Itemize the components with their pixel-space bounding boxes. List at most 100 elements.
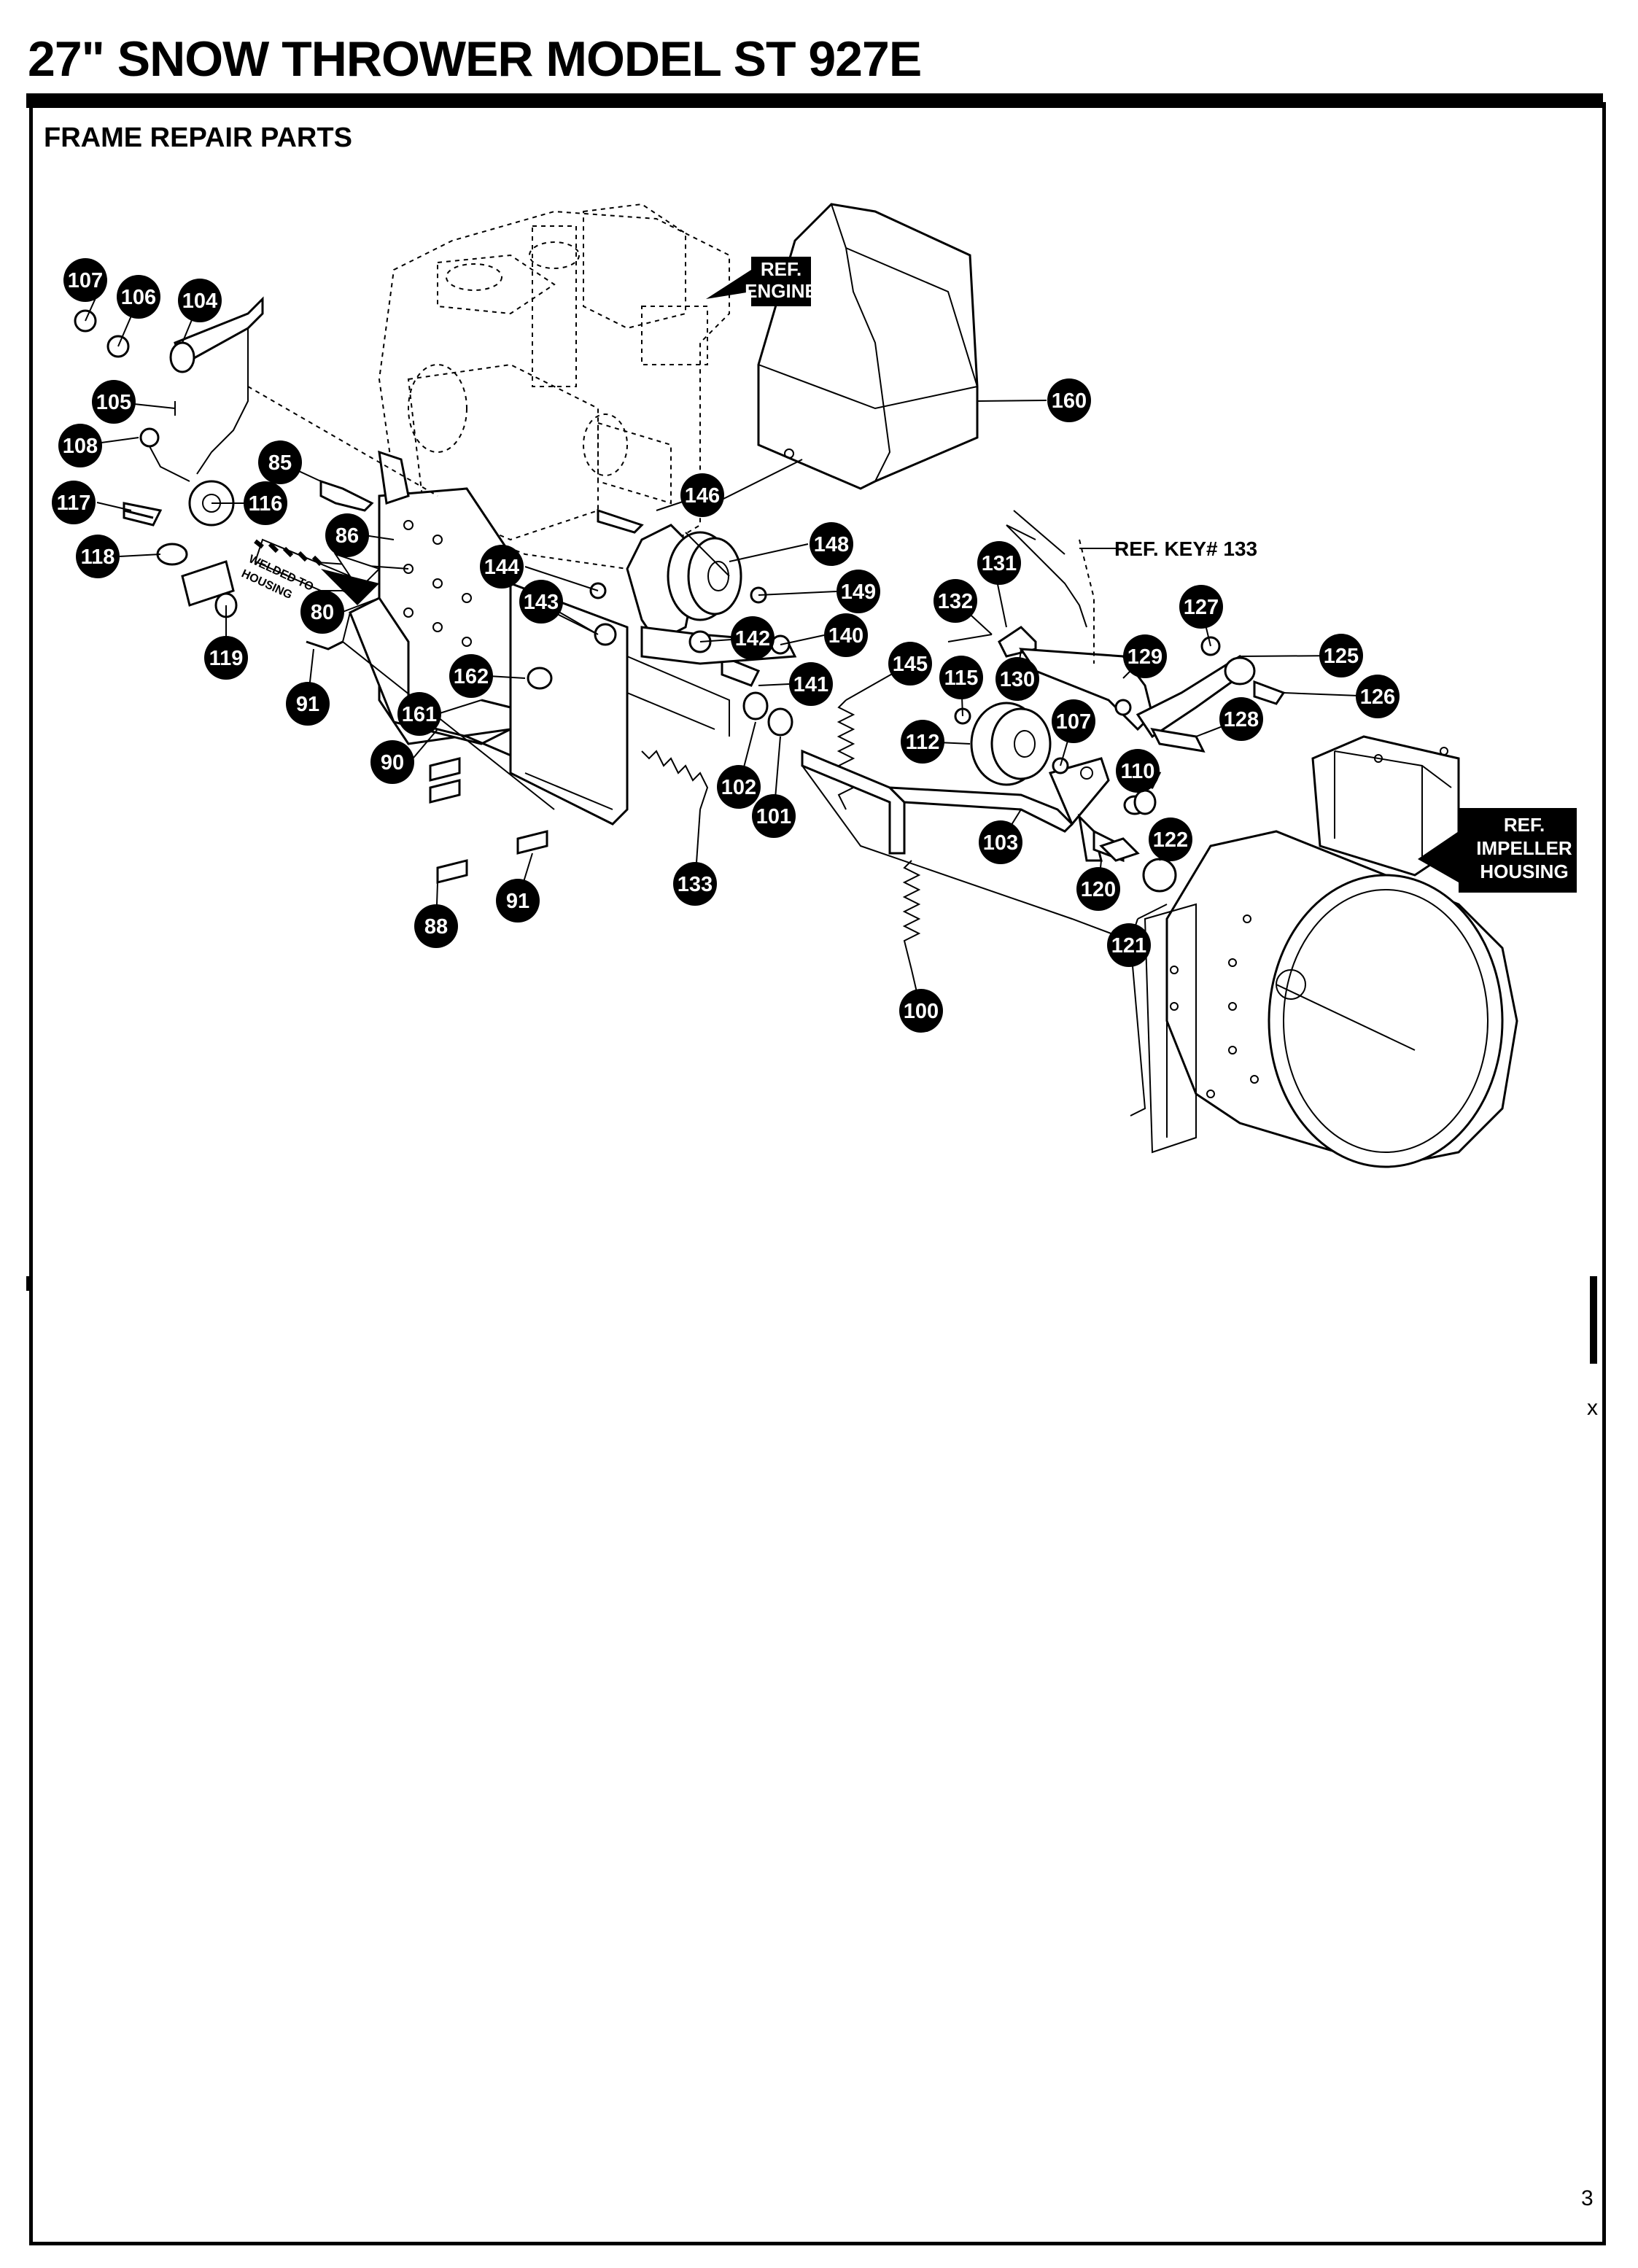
callout: 110 (1116, 749, 1160, 793)
ref-engine-label: REF. ENGINE (706, 257, 818, 306)
callout-label: 107 (68, 269, 103, 292)
callout-label: 90 (381, 751, 404, 774)
callout: 107 (1052, 699, 1095, 743)
callout: 118 (76, 535, 120, 578)
callout-label: 115 (944, 667, 979, 690)
callout-label: 143 (524, 591, 559, 614)
callout: 91 (496, 879, 540, 923)
callout-label: 122 (1153, 828, 1188, 852)
bolts-illustration (123, 479, 761, 884)
callout-label: 125 (1324, 645, 1359, 668)
engine-cover-illustration (757, 203, 979, 490)
ref-impeller-line3: HOUSING (1480, 861, 1568, 882)
callout-label: 86 (335, 524, 359, 548)
callout: 90 (370, 740, 414, 784)
callout: 131 (977, 541, 1021, 585)
callout-label: 108 (63, 435, 98, 458)
callout-label: 102 (721, 776, 756, 799)
callout-label: 162 (454, 665, 489, 688)
callout: 106 (117, 275, 160, 319)
callout: 119 (204, 636, 248, 680)
chute-crank-assembly-illustration (74, 296, 438, 618)
callout-label: 103 (983, 831, 1018, 855)
callout: 101 (752, 794, 796, 838)
callout: 120 (1076, 867, 1120, 911)
callout: 100 (899, 989, 943, 1033)
callout-label: 91 (506, 890, 529, 913)
callout: 102 (717, 765, 761, 809)
callout: 144 (480, 545, 524, 589)
callout-label: 121 (1111, 934, 1146, 958)
title-rule (26, 93, 1603, 108)
callout-label: 104 (182, 290, 217, 313)
callout: 143 (519, 580, 563, 624)
callout-label: 142 (735, 627, 770, 651)
callout: 122 (1149, 818, 1192, 861)
callout-label: 144 (484, 556, 519, 579)
callout: 105 (92, 380, 136, 424)
impeller-housing-illustration (1130, 735, 1518, 1168)
callout: 145 (888, 642, 932, 686)
callout-label: 105 (96, 391, 131, 414)
callout-label: 149 (841, 580, 876, 604)
callout: 127 (1179, 585, 1223, 629)
callout: 160 (1047, 378, 1091, 422)
callout-label: 91 (296, 693, 319, 716)
leader-lines (79, 276, 1378, 1011)
callout: 104 (178, 279, 222, 322)
callout: 108 (58, 424, 102, 467)
callout: 86 (325, 513, 369, 557)
callout-label: 106 (121, 286, 156, 309)
callout-label: 119 (209, 647, 244, 670)
callout: 141 (789, 662, 833, 706)
callout-label: 148 (814, 533, 849, 556)
callout: 146 (680, 473, 724, 517)
washers-illustration (527, 667, 793, 737)
callout: 103 (979, 820, 1022, 864)
callout: 80 (300, 590, 344, 634)
callout: 121 (1107, 923, 1151, 967)
callout: 149 (837, 570, 880, 613)
callout: 162 (449, 654, 493, 698)
callout: 112 (901, 720, 944, 764)
callout-label: 110 (1121, 760, 1155, 783)
callout-label: 85 (268, 451, 292, 475)
callout-label: 88 (424, 915, 448, 939)
callout: 148 (810, 522, 853, 566)
callout-label: 140 (828, 624, 863, 648)
callout-label: 118 (81, 545, 115, 569)
auger-idler-illustration (954, 702, 1069, 786)
ref-impeller-line2: IMPELLER (1476, 837, 1572, 859)
callout: 129 (1123, 634, 1167, 678)
margin-mark-3: 3 (1581, 2186, 1594, 2210)
callout-label: 145 (893, 653, 928, 676)
callout-label: 107 (1056, 710, 1091, 734)
callout-label: 120 (1081, 878, 1116, 901)
page-frame (29, 102, 1606, 2245)
callout-label: 160 (1052, 389, 1087, 413)
ref-impeller-housing-label: REF. IMPELLER HOUSING (1418, 808, 1577, 893)
ref-impeller-line1: REF. (1504, 814, 1545, 836)
callout-label: 116 (249, 492, 283, 516)
right-lever-assembly-illustration (947, 510, 1286, 893)
section-title: FRAME REPAIR PARTS (44, 123, 352, 153)
callout-label: 80 (311, 601, 334, 624)
callout-label: 133 (678, 873, 713, 896)
callout: 140 (824, 613, 868, 657)
callout-label: 128 (1224, 708, 1259, 731)
callout-label: 126 (1360, 686, 1395, 709)
callout: 117 (52, 481, 96, 524)
callout: 88 (414, 904, 458, 948)
callout: 125 (1319, 634, 1363, 677)
callout-label: 129 (1127, 645, 1162, 669)
page-title: 27" SNOW THROWER MODEL ST 927E (28, 31, 922, 87)
ref-engine-line2: ENGINE (745, 280, 818, 302)
callout: 142 (731, 616, 775, 660)
callout-label: 101 (756, 805, 791, 828)
callout-label: 117 (57, 492, 91, 515)
callout-label: 131 (982, 552, 1017, 575)
callout: 115 (939, 656, 983, 699)
ref-engine-line1: REF. (761, 258, 801, 280)
callout-label: 161 (402, 703, 437, 726)
